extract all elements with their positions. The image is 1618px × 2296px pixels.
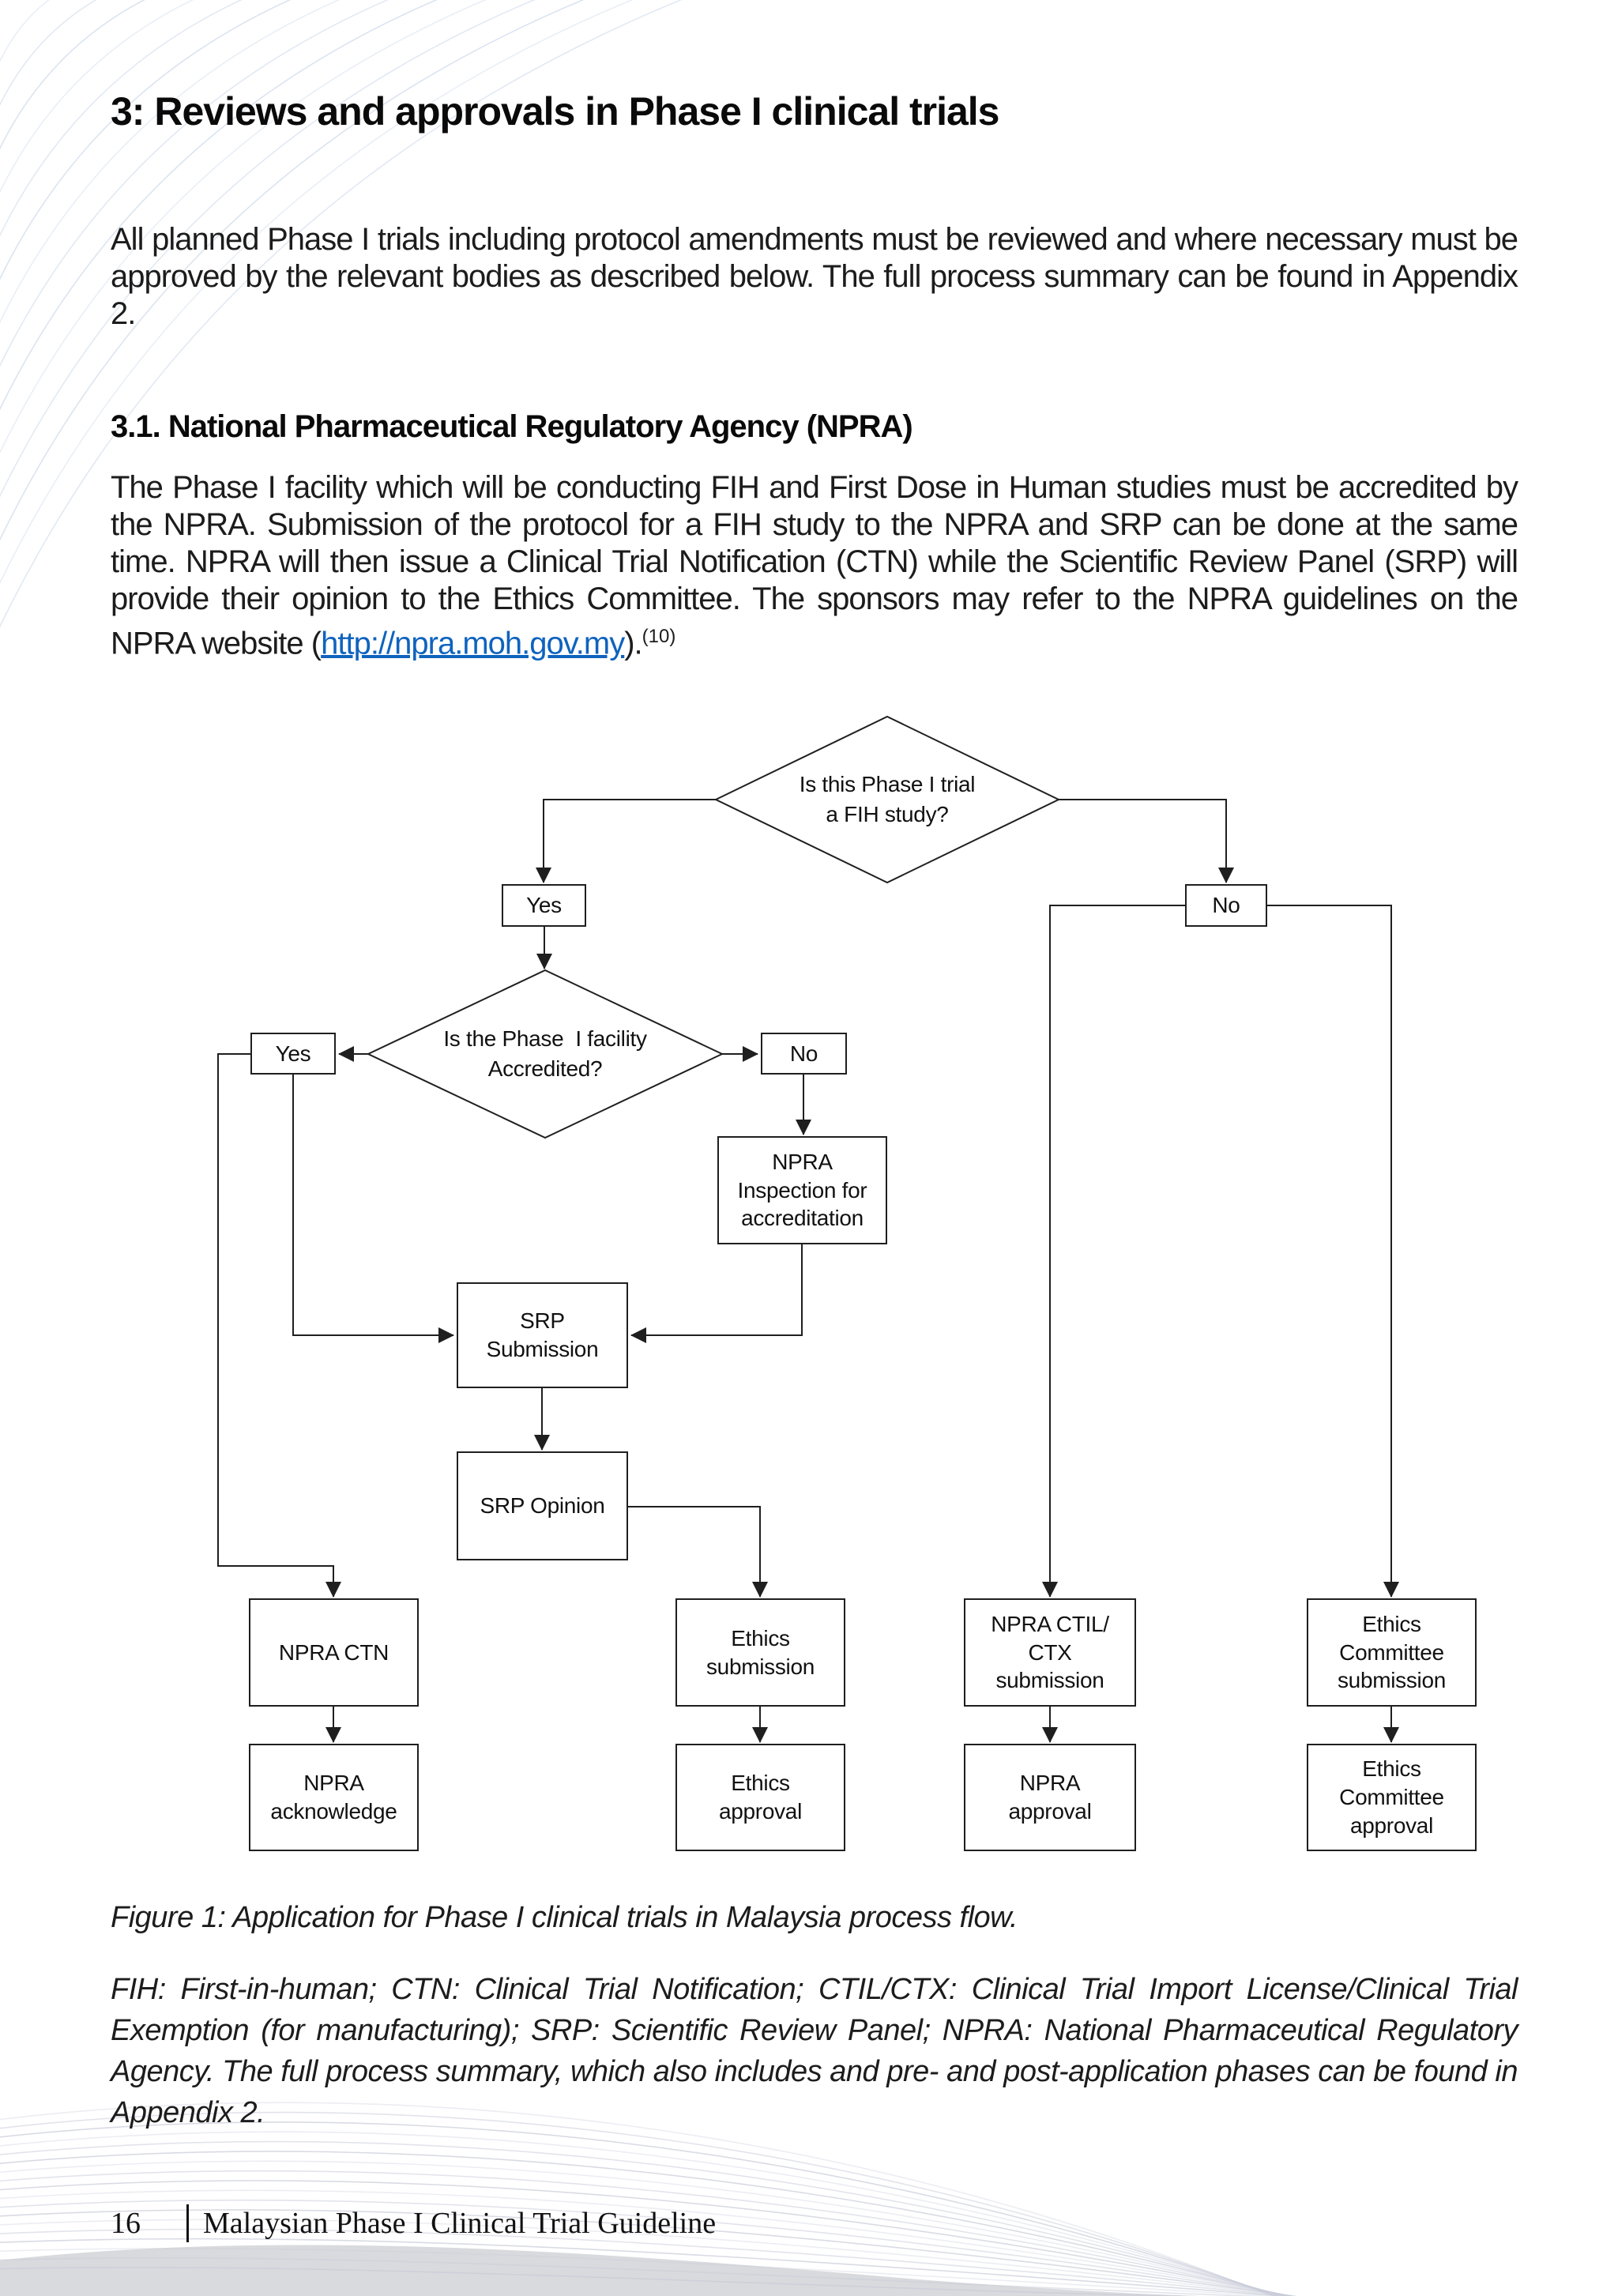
node-srp-opinion: SRP Opinion — [457, 1451, 628, 1560]
footer-doc-title: Malaysian Phase I Clinical Trial Guideli… — [203, 2207, 717, 2240]
node-npra-inspection: NPRA Inspection for accreditation — [717, 1136, 887, 1244]
node-npra-ctil-ctx-submission: NPRA CTIL/ CTX submission — [964, 1598, 1136, 1707]
node-npra-approval: NPRA approval — [964, 1744, 1136, 1851]
page-title: 3: Reviews and approvals in Phase I clin… — [111, 89, 1000, 134]
node-ethics-committee-submission: Ethics Committee submission — [1307, 1598, 1477, 1707]
connector-line — [1267, 905, 1399, 1598]
connector-line — [1042, 905, 1185, 1598]
footnote-reference: (10) — [642, 626, 676, 647]
node-srp-submission: SRP Submission — [457, 1282, 628, 1388]
node-ethics-approval: Ethics approval — [675, 1744, 845, 1851]
section-paragraph: The Phase I facility which will be condu… — [111, 469, 1518, 662]
node-question-fih: Is this Phase I trial a FIH study? — [799, 772, 976, 826]
connector-line — [536, 799, 716, 883]
connector-line — [1059, 799, 1234, 883]
node-ethics-committee-approval: Ethics Committee approval — [1307, 1744, 1477, 1851]
node-no-accredited: No — [761, 1033, 847, 1075]
connector-line — [628, 1506, 768, 1598]
page-footer: 16 Malaysian Phase I Clinical Trial Guid… — [111, 2204, 716, 2242]
figure-caption: Figure 1: Application for Phase I clinic… — [111, 1901, 1018, 1934]
npra-website-link[interactable]: http://npra.moh.gov.my — [321, 626, 625, 661]
node-ethics-submission: Ethics submission — [675, 1598, 845, 1707]
connector-line — [217, 1053, 341, 1598]
figure-abbreviations: FIH: First-in-human; CTN: Clinical Trial… — [111, 1973, 1518, 2129]
intro-paragraph: All planned Phase I trials including pro… — [111, 222, 1518, 331]
node-npra-acknowledge: NPRA acknowledge — [249, 1744, 419, 1851]
node-yes-fih: Yes — [502, 884, 586, 927]
connector-line — [292, 1075, 454, 1343]
connector-line — [630, 1244, 803, 1343]
section-paragraph-text: The Phase I facility which will be condu… — [111, 470, 1518, 661]
node-npra-ctn: NPRA CTN — [249, 1598, 419, 1707]
node-yes-accredited: Yes — [250, 1033, 336, 1075]
section-heading: 3.1. National Pharmaceutical Regulatory … — [111, 409, 913, 444]
footer-separator — [186, 2204, 189, 2242]
node-question-accredited: Is the Phase I facility Accredited? — [443, 1026, 647, 1081]
node-no-fih: No — [1185, 884, 1267, 927]
section-paragraph-tail: ). — [624, 626, 642, 661]
page-number: 16 — [111, 2207, 141, 2240]
